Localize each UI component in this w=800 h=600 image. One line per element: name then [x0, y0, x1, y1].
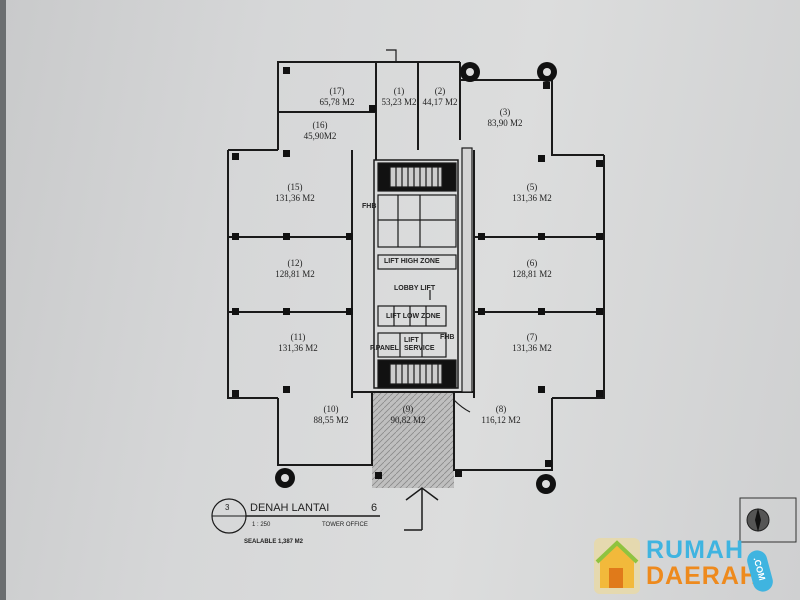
logo-house-icon [594, 538, 640, 594]
fhb-right-label: FHB [440, 334, 455, 341]
room-16: (16)45,90M2 [303, 120, 337, 141]
room-9: (9)90,82 M2 [390, 404, 426, 425]
room-17: (17)65,78 M2 [319, 86, 355, 107]
building-name: TOWER OFFICE [322, 522, 368, 528]
drawing-scale: 1 : 250 [252, 522, 271, 528]
sealable-area: SEALABLE 1,387 M2 [244, 539, 304, 545]
room-11: (11)131,36 M2 [278, 332, 318, 353]
room-6: (6)128,81 M2 [512, 258, 552, 279]
lobby-lift-label: LOBBY LIFT [394, 285, 436, 292]
drawing-sheet [6, 0, 800, 600]
logo-dotcom-text: .COM [751, 556, 768, 582]
room-5: (5)131,36 M2 [512, 182, 552, 203]
room-3: (3)83,90 M2 [487, 107, 523, 128]
room-2: (2)44,17 M2 [422, 86, 458, 107]
entrance-arrow-icon [404, 487, 439, 531]
fhb-left-label: FHB [362, 203, 377, 210]
drawing-number: 3 [225, 503, 230, 512]
tenant-9-hatch [372, 392, 454, 488]
title-block-frame [211, 498, 380, 534]
room-12: (12)128,81 M2 [275, 258, 315, 279]
room-8: (8)116,12 M2 [481, 404, 521, 425]
compass-icon [739, 497, 797, 543]
watermark-logo: RUMAH DAERAH .COM [590, 530, 790, 598]
lift-service-label: LIFT SERVICE [404, 337, 435, 352]
drawing-title: DENAH LANTAI [250, 502, 330, 514]
room-10: (10)88,55 M2 [313, 404, 349, 425]
room-1: (1)53,23 M2 [381, 86, 417, 107]
lift-high-zone-label: LIFT HIGH ZONE [384, 258, 440, 265]
logo-text-bottom: DAERAH [646, 562, 759, 590]
columns [232, 67, 603, 479]
floor-number: 6 [371, 502, 378, 514]
lift-low-zone-label: LIFT LOW ZONE [386, 313, 441, 320]
core-internals [377, 49, 473, 413]
p-panel-label: P.PANEL [370, 345, 399, 352]
room-15: (15)131,36 M2 [275, 182, 315, 203]
round-columns [275, 62, 557, 494]
logo-text-top: RUMAH [646, 536, 745, 564]
room-7: (7)131,36 M2 [512, 332, 552, 353]
